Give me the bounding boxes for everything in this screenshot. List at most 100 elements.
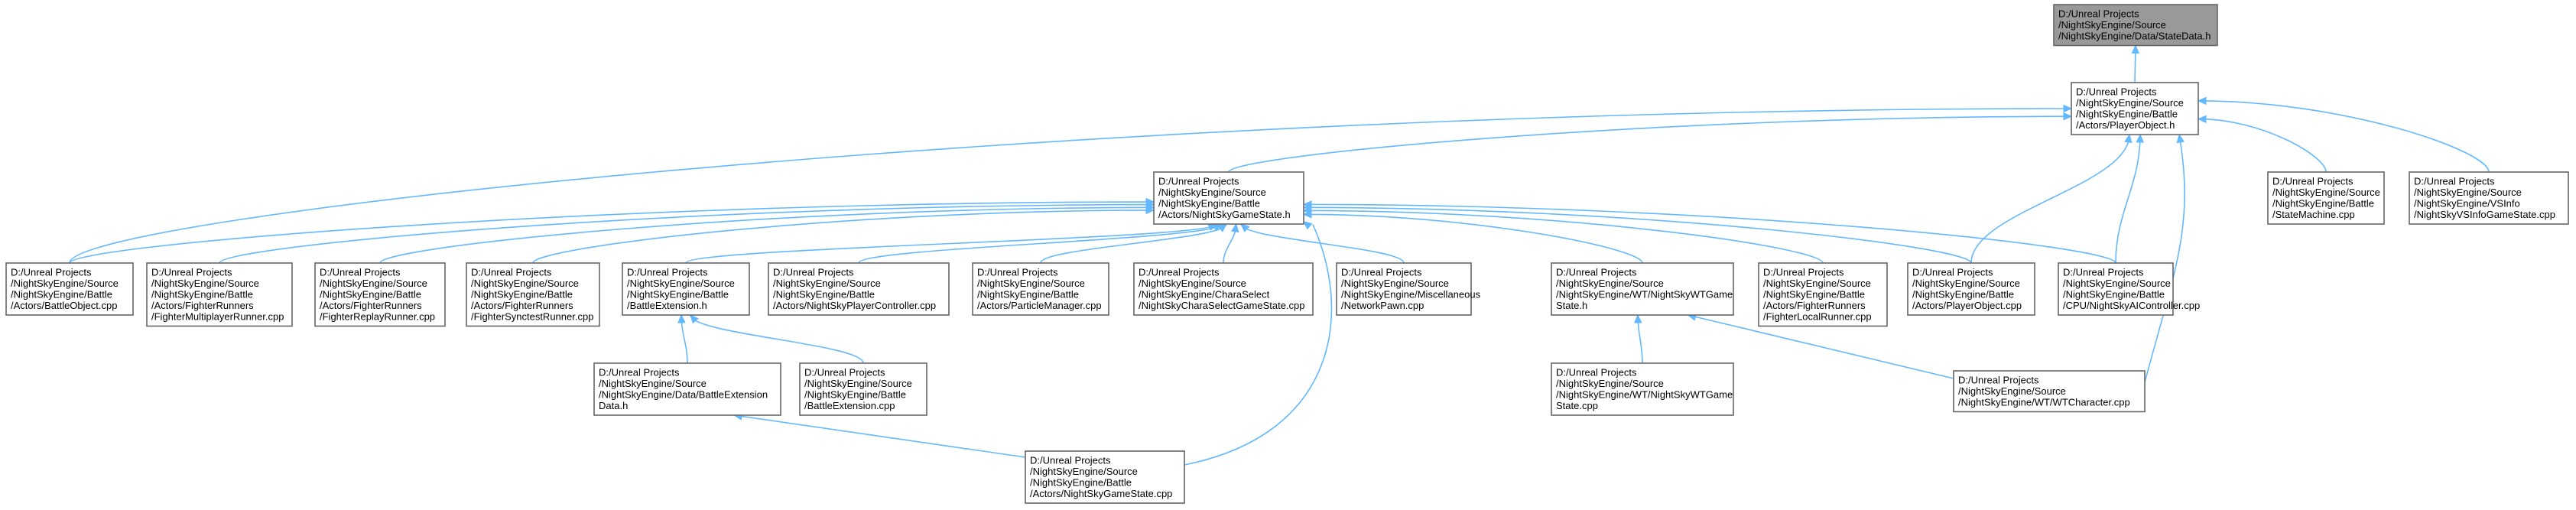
dependency-edge xyxy=(2115,134,2141,264)
node-label-line: State.cpp xyxy=(1556,400,1598,411)
file-node-gamestate-h[interactable]: D:/Unreal Projects/NightSkyEngine/Source… xyxy=(1153,171,1304,225)
node-label-line: /NightSkyEngine/Battle xyxy=(977,289,1079,300)
file-node-battleobject-cpp[interactable]: D:/Unreal Projects/NightSkyEngine/Source… xyxy=(5,262,134,316)
node-label-line: D:/Unreal Projects xyxy=(1341,267,1422,278)
arrowhead xyxy=(1145,206,1155,215)
file-node-particlemanager-cpp[interactable]: D:/Unreal Projects/NightSkyEngine/Source… xyxy=(972,262,1109,316)
node-label-line: /NightSkyEngine/Source xyxy=(1341,278,1449,289)
file-node-battleext-cpp[interactable]: D:/Unreal Projects/NightSkyEngine/Source… xyxy=(799,362,927,416)
node-label-line: /NightSkyEngine/CharaSelect xyxy=(1139,289,1270,300)
node-label-line: /NightSkyEngine/Source xyxy=(1030,466,1138,477)
dependency-edge xyxy=(1184,224,1333,466)
node-label-line: /NightSkyEngine/WT/NightSkyWTGame xyxy=(1556,389,1733,401)
node-label-line: D:/Unreal Projects xyxy=(2076,86,2157,98)
file-node-vsinfo-cpp[interactable]: D:/Unreal Projects/NightSkyEngine/Source… xyxy=(2409,171,2569,225)
node-label-line: /NightSkyEngine/Source xyxy=(320,278,427,289)
file-node-localrunner-cpp[interactable]: D:/Unreal Projects/NightSkyEngine/Source… xyxy=(1758,262,1888,327)
node-label-line: /NightSkyEngine/Source xyxy=(2076,97,2184,109)
node-label-line: /Actors/PlayerObject.h xyxy=(2076,119,2175,131)
arrowhead xyxy=(2197,96,2207,106)
node-label-line: /NightSkyEngine/Source xyxy=(977,278,1085,289)
node-label-line: /NightSkyEngine/WT/WTCharacter.cpp xyxy=(1958,397,2130,408)
node-box xyxy=(972,262,1109,316)
node-label-line: /NightSkyEngine/VSInfo xyxy=(2414,198,2520,210)
node-label-line: D:/Unreal Projects xyxy=(11,267,92,278)
node-label-line: /NightSkyEngine/Source xyxy=(2058,19,2166,31)
node-label-line: /Actors/NightSkyPlayerController.cpp xyxy=(773,300,936,311)
file-node-statedata[interactable]: D:/Unreal Projects/NightSkyEngine/Source… xyxy=(2053,4,2218,47)
file-node-playerobject-cpp[interactable]: D:/Unreal Projects/NightSkyEngine/Source… xyxy=(1907,262,2035,316)
node-label-line: /NightSkyEngine/Battle xyxy=(1763,289,1865,300)
node-label-line: /NightSkyEngine/Source xyxy=(151,278,259,289)
node-label-line: D:/Unreal Projects xyxy=(977,267,1058,278)
file-node-wtgamestate-h[interactable]: D:/Unreal Projects/NightSkyEngine/Source… xyxy=(1551,262,1734,316)
node-label-line: /NightSkyEngine/Source xyxy=(2272,187,2380,198)
dependency-edge xyxy=(1303,206,1972,264)
arrowhead xyxy=(1231,223,1239,233)
node-label-line: /Actors/FighterRunners xyxy=(1763,300,1866,311)
node-box xyxy=(622,262,750,316)
node-label-line: D:/Unreal Projects xyxy=(2272,176,2353,187)
node-box xyxy=(1133,262,1314,316)
file-node-playercontroller-cpp[interactable]: D:/Unreal Projects/NightSkyEngine/Source… xyxy=(768,262,950,316)
file-node-synctest-cpp[interactable]: D:/Unreal Projects/NightSkyEngine/Source… xyxy=(466,262,600,327)
node-label-line: /Actors/BattleObject.cpp xyxy=(11,300,117,311)
node-box xyxy=(799,362,927,416)
dependency-edge xyxy=(2144,134,2185,383)
node-label-line: /NightSkyEngine/Source xyxy=(1139,278,1246,289)
node-label-line: D:/Unreal Projects xyxy=(2063,267,2144,278)
node-box xyxy=(1025,450,1185,504)
node-label-line: /Actors/NightSkyGameState.cpp xyxy=(1030,488,1172,499)
node-box xyxy=(2267,171,2385,225)
node-label-line: D:/Unreal Projects xyxy=(1030,455,1111,466)
dependency-edge xyxy=(379,206,1155,264)
node-label-line: D:/Unreal Projects xyxy=(773,267,854,278)
file-node-gamestate-cpp[interactable]: D:/Unreal Projects/NightSkyEngine/Source… xyxy=(1025,450,1185,504)
node-box xyxy=(1336,262,1472,316)
node-label-line: /NightSkyEngine/Battle xyxy=(151,289,253,300)
file-node-wtcharacter-cpp[interactable]: D:/Unreal Projects/NightSkyEngine/Source… xyxy=(1953,370,2146,413)
file-node-playerobject-h[interactable]: D:/Unreal Projects/NightSkyEngine/Source… xyxy=(2071,82,2199,135)
dependency-edge xyxy=(690,314,864,364)
node-label-line: Data.h xyxy=(599,400,628,411)
node-label-line: /FighterMultiplayerRunner.cpp xyxy=(151,311,284,323)
node-label-line: D:/Unreal Projects xyxy=(1763,267,1844,278)
file-node-aicontroller-cpp[interactable]: D:/Unreal Projects/NightSkyEngine/Source… xyxy=(2058,262,2200,316)
node-box xyxy=(1953,370,2146,413)
dependency-edge xyxy=(2198,118,2327,173)
dependency-edge xyxy=(69,201,1155,264)
file-node-multiplayer-cpp[interactable]: D:/Unreal Projects/NightSkyEngine/Source… xyxy=(146,262,293,327)
node-label-line: /NightSkyEngine/Source xyxy=(1556,378,1664,389)
arrowhead xyxy=(677,313,686,323)
node-layer: D:/Unreal Projects/NightSkyEngine/Source… xyxy=(5,4,2569,504)
arrowhead xyxy=(2063,104,2073,113)
node-label-line: /NightSkyEngine/Source xyxy=(471,278,579,289)
dependency-edge xyxy=(685,223,1217,264)
node-label-line: /FighterSynctestRunner.cpp xyxy=(471,311,593,323)
file-node-battleext-h[interactable]: D:/Unreal Projects/NightSkyEngine/Source… xyxy=(622,262,750,316)
node-label-line: /NightSkyEngine/Battle xyxy=(2063,289,2165,300)
node-box xyxy=(593,362,781,416)
node-label-line: /Actors/FighterRunners xyxy=(471,300,573,311)
node-box xyxy=(314,262,446,327)
node-label-line: /NightSkyEngine/WT/NightSkyWTGame xyxy=(1556,289,1733,300)
node-label-line: /NightSkyEngine/Source xyxy=(2063,278,2171,289)
node-box xyxy=(2058,262,2174,316)
file-node-networkpawn-cpp[interactable]: D:/Unreal Projects/NightSkyEngine/Source… xyxy=(1336,262,1481,316)
file-node-battleextdata-h[interactable]: D:/Unreal Projects/NightSkyEngine/Source… xyxy=(593,362,781,416)
dependency-edge xyxy=(1240,223,1405,264)
file-node-statemachine-cpp[interactable]: D:/Unreal Projects/NightSkyEngine/Source… xyxy=(2267,171,2385,225)
dependency-edge xyxy=(69,108,2072,264)
node-label-line: D:/Unreal Projects xyxy=(2058,8,2139,20)
node-box xyxy=(1907,262,2035,316)
node-label-line: /Actors/FighterRunners xyxy=(151,300,254,311)
arrowhead xyxy=(2197,115,2207,124)
node-label-line: /NightSkyEngine/Battle xyxy=(773,289,875,300)
file-node-charaselect-cpp[interactable]: D:/Unreal Projects/NightSkyEngine/Source… xyxy=(1133,262,1314,316)
node-label-line: D:/Unreal Projects xyxy=(1958,375,2039,386)
file-node-replay-cpp[interactable]: D:/Unreal Projects/NightSkyEngine/Source… xyxy=(314,262,446,327)
node-label-line: /NightSkyEngine/Source xyxy=(11,278,119,289)
edge-layer xyxy=(69,44,2490,466)
node-label-line: /NightSkyEngine/Source xyxy=(804,378,912,389)
file-node-wtgamestate-cpp[interactable]: D:/Unreal Projects/NightSkyEngine/Source… xyxy=(1551,362,1734,416)
